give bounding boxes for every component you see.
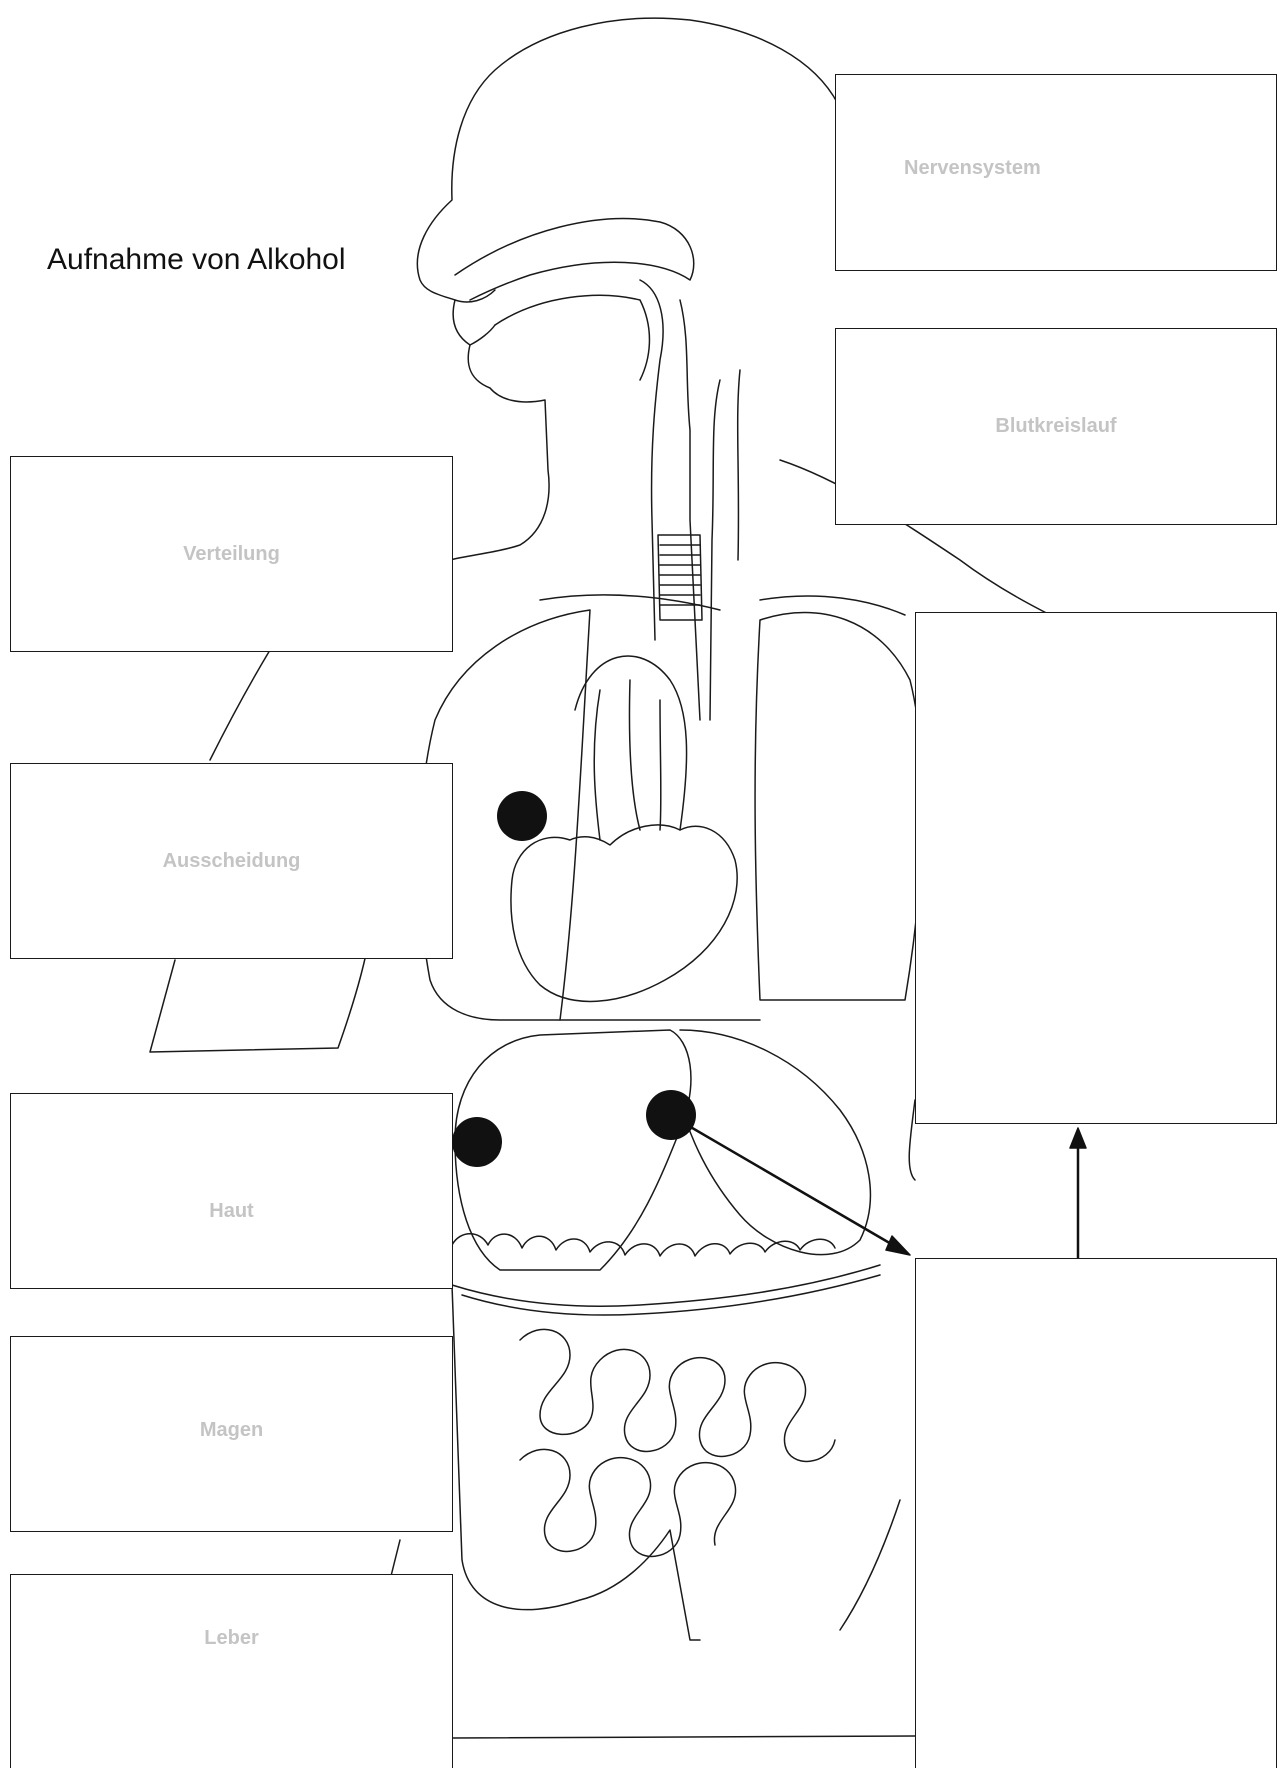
oral-cavity bbox=[495, 295, 649, 380]
label-magen: Magen bbox=[200, 1419, 263, 1442]
torso-left-outline bbox=[210, 650, 270, 760]
heart bbox=[511, 825, 737, 1001]
torso-right-leg bbox=[840, 1500, 900, 1630]
label-blutkreislauf: Blutkreislauf bbox=[995, 415, 1116, 438]
small-intestine-2 bbox=[520, 1449, 736, 1556]
page-title: Aufnahme von Alkohol bbox=[47, 243, 346, 277]
marker-dot-lung[interactable] bbox=[497, 791, 547, 841]
lung-right bbox=[755, 613, 923, 1001]
esophagus bbox=[680, 300, 700, 720]
stomach bbox=[680, 1030, 870, 1255]
arrowhead-up bbox=[1070, 1128, 1086, 1148]
heart-vessels bbox=[594, 680, 661, 840]
label-ausscheidung: Ausscheidung bbox=[163, 850, 301, 873]
marker-dot-stomach[interactable] bbox=[646, 1090, 696, 1140]
small-intestine bbox=[520, 1329, 835, 1461]
trachea-outline bbox=[658, 535, 702, 620]
colon-haustra-top bbox=[452, 1234, 835, 1256]
clavicle bbox=[540, 595, 905, 615]
aorta-arch bbox=[575, 656, 687, 830]
label-box-haut[interactable]: Haut bbox=[10, 1093, 453, 1289]
head-outline bbox=[417, 18, 838, 560]
label-box-ausscheidung[interactable]: Ausscheidung bbox=[10, 763, 453, 959]
pelvic-line bbox=[452, 1736, 915, 1738]
carotid bbox=[710, 380, 720, 720]
label-leber: Leber bbox=[204, 1627, 258, 1650]
label-box-verteilung[interactable]: Verteilung bbox=[10, 456, 453, 652]
label-box-nervensystem[interactable]: Nervensystem bbox=[835, 74, 1277, 271]
label-box-blutkreislauf[interactable]: Blutkreislauf bbox=[835, 328, 1277, 525]
label-nervensystem: Nervensystem bbox=[904, 157, 1041, 180]
label-box-leber[interactable]: Leber bbox=[10, 1574, 453, 1768]
label-haut: Haut bbox=[209, 1200, 253, 1223]
carotid-2 bbox=[738, 370, 740, 560]
arrowhead-diagonal bbox=[886, 1236, 910, 1255]
marker-dot-liver[interactable] bbox=[452, 1117, 502, 1167]
nasal-cavity bbox=[455, 219, 694, 300]
label-verteilung: Verteilung bbox=[183, 543, 280, 566]
large-intestine bbox=[452, 1265, 880, 1640]
answer-box-lower-right[interactable] bbox=[915, 1258, 1277, 1768]
answer-box-upper-right[interactable] bbox=[915, 612, 1277, 1124]
label-box-magen[interactable]: Magen bbox=[10, 1336, 453, 1532]
